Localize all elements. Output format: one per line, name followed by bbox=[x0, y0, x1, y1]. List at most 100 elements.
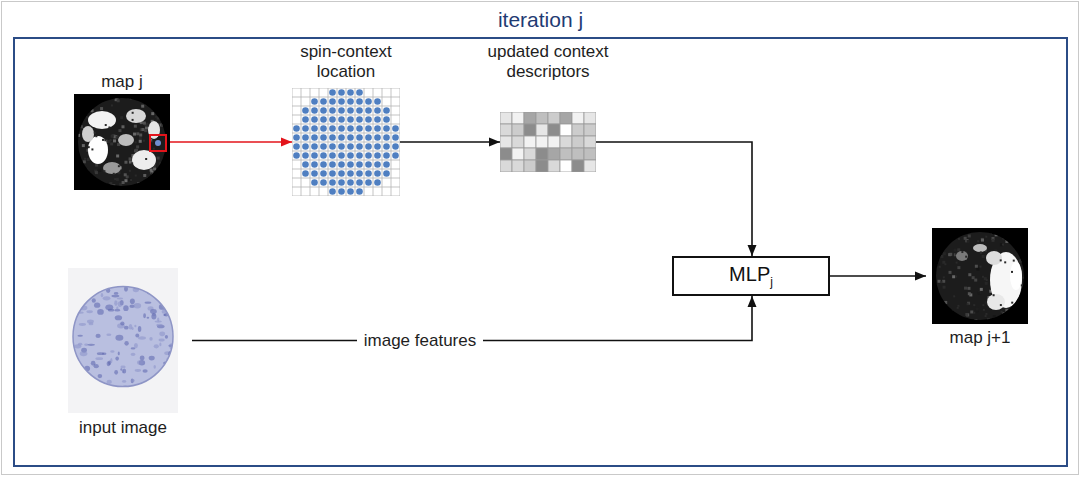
map-speckle bbox=[966, 239, 969, 242]
tissue-texture bbox=[156, 324, 163, 327]
tissue-texture bbox=[106, 271, 111, 276]
box-label: MLPj bbox=[729, 263, 773, 289]
tissue-texture bbox=[173, 268, 178, 271]
map-dark-speckle bbox=[155, 96, 157, 98]
map-speckle bbox=[949, 253, 952, 256]
descriptor-cell bbox=[512, 160, 524, 172]
map-dark-speckle bbox=[91, 148, 93, 150]
tissue-texture bbox=[80, 388, 87, 392]
map-speckle bbox=[1023, 315, 1026, 318]
tissue-texture bbox=[114, 292, 119, 295]
map-speckle bbox=[964, 287, 967, 290]
map-speckle bbox=[76, 175, 79, 178]
tissue-texture bbox=[98, 374, 103, 378]
map-speckle bbox=[967, 302, 970, 305]
map-speckle bbox=[104, 184, 107, 187]
tissue-texture bbox=[115, 335, 123, 341]
tissue-texture bbox=[159, 339, 165, 342]
tissue-texture bbox=[68, 352, 74, 356]
tissue-texture bbox=[145, 402, 150, 407]
descriptor-figure: updated context descriptors bbox=[476, 42, 620, 172]
tissue-texture bbox=[144, 405, 150, 407]
tissue-texture bbox=[79, 395, 83, 398]
tissue-texture bbox=[104, 272, 110, 278]
map-speckle bbox=[943, 252, 946, 255]
map-dark-speckle bbox=[981, 321, 983, 323]
tissue-texture bbox=[137, 406, 142, 409]
illustration bbox=[500, 112, 596, 172]
tissue-texture bbox=[160, 400, 166, 403]
context-dot bbox=[338, 161, 345, 168]
tissue-texture bbox=[136, 273, 143, 276]
map-dark-speckle bbox=[105, 124, 107, 126]
map-speckle bbox=[157, 157, 160, 160]
map-speckle bbox=[113, 139, 116, 142]
tissue-texture bbox=[145, 302, 152, 304]
context-dot bbox=[365, 98, 372, 105]
map-image: map j+1 bbox=[920, 228, 1040, 350]
map-speckle bbox=[81, 98, 84, 101]
context-dot bbox=[356, 188, 363, 195]
map-speckle bbox=[100, 98, 103, 101]
map-dark-speckle bbox=[980, 252, 982, 254]
map-speckle bbox=[1024, 293, 1027, 296]
map-speckle bbox=[130, 188, 133, 190]
tissue-texture bbox=[167, 277, 172, 283]
descriptor-cell bbox=[560, 160, 572, 172]
tissue-texture bbox=[131, 353, 136, 356]
context-dot bbox=[356, 116, 363, 123]
tissue-texture bbox=[132, 278, 137, 281]
context-dot bbox=[338, 107, 345, 114]
map-dark-speckle bbox=[956, 262, 958, 264]
map-speckle bbox=[1012, 237, 1015, 240]
map-speckle bbox=[957, 266, 960, 269]
tissue-texture bbox=[111, 295, 119, 298]
map-dark-speckle bbox=[135, 141, 137, 143]
descriptor-cell bbox=[584, 124, 596, 136]
map-speckle bbox=[980, 288, 983, 291]
tissue-texture bbox=[132, 327, 134, 330]
map-disc bbox=[932, 228, 1028, 324]
map-speckle bbox=[1009, 318, 1012, 321]
tissue-texture bbox=[105, 304, 113, 310]
frame-title: iteration j bbox=[0, 7, 1081, 33]
context-dot bbox=[347, 116, 354, 123]
tissue-texture bbox=[132, 268, 137, 272]
tissue-texture bbox=[173, 381, 176, 386]
tissue-texture bbox=[115, 315, 122, 320]
map-dark-speckle bbox=[980, 266, 982, 268]
context-dot bbox=[347, 125, 354, 132]
context-dot bbox=[293, 152, 300, 159]
map-speckle bbox=[949, 228, 952, 231]
map-speckle bbox=[141, 128, 144, 131]
tissue-texture bbox=[117, 298, 123, 300]
tissue-texture bbox=[91, 287, 98, 292]
map-speckle bbox=[952, 320, 955, 323]
figure-caption: input image bbox=[58, 418, 188, 438]
map-dark-speckle bbox=[1025, 323, 1027, 324]
context-dot bbox=[311, 179, 318, 186]
map-dark-speckle bbox=[985, 315, 987, 317]
tissue-texture bbox=[86, 310, 92, 313]
map-speckle bbox=[957, 248, 960, 251]
map-dark-speckle bbox=[105, 188, 107, 190]
context-dot bbox=[365, 161, 372, 168]
map-dark-speckle bbox=[933, 298, 935, 300]
map-speckle bbox=[987, 319, 990, 322]
descriptor-cell bbox=[548, 136, 560, 148]
map-dark-speckle bbox=[162, 186, 164, 188]
map-speckle bbox=[1011, 312, 1014, 315]
map-speckle bbox=[120, 116, 123, 119]
tissue-texture bbox=[114, 370, 118, 375]
map-speckle bbox=[975, 319, 978, 322]
descriptor-cell bbox=[560, 136, 572, 148]
map-speckle bbox=[161, 112, 164, 115]
map-dark-speckle bbox=[1002, 244, 1004, 246]
context-dot bbox=[356, 98, 363, 105]
tissue-texture bbox=[81, 269, 87, 271]
tissue-texture bbox=[172, 406, 178, 408]
map-speckle bbox=[82, 144, 85, 147]
tissue-texture bbox=[103, 275, 111, 277]
map-dark-speckle bbox=[111, 104, 113, 106]
map-dark-speckle bbox=[147, 178, 149, 180]
